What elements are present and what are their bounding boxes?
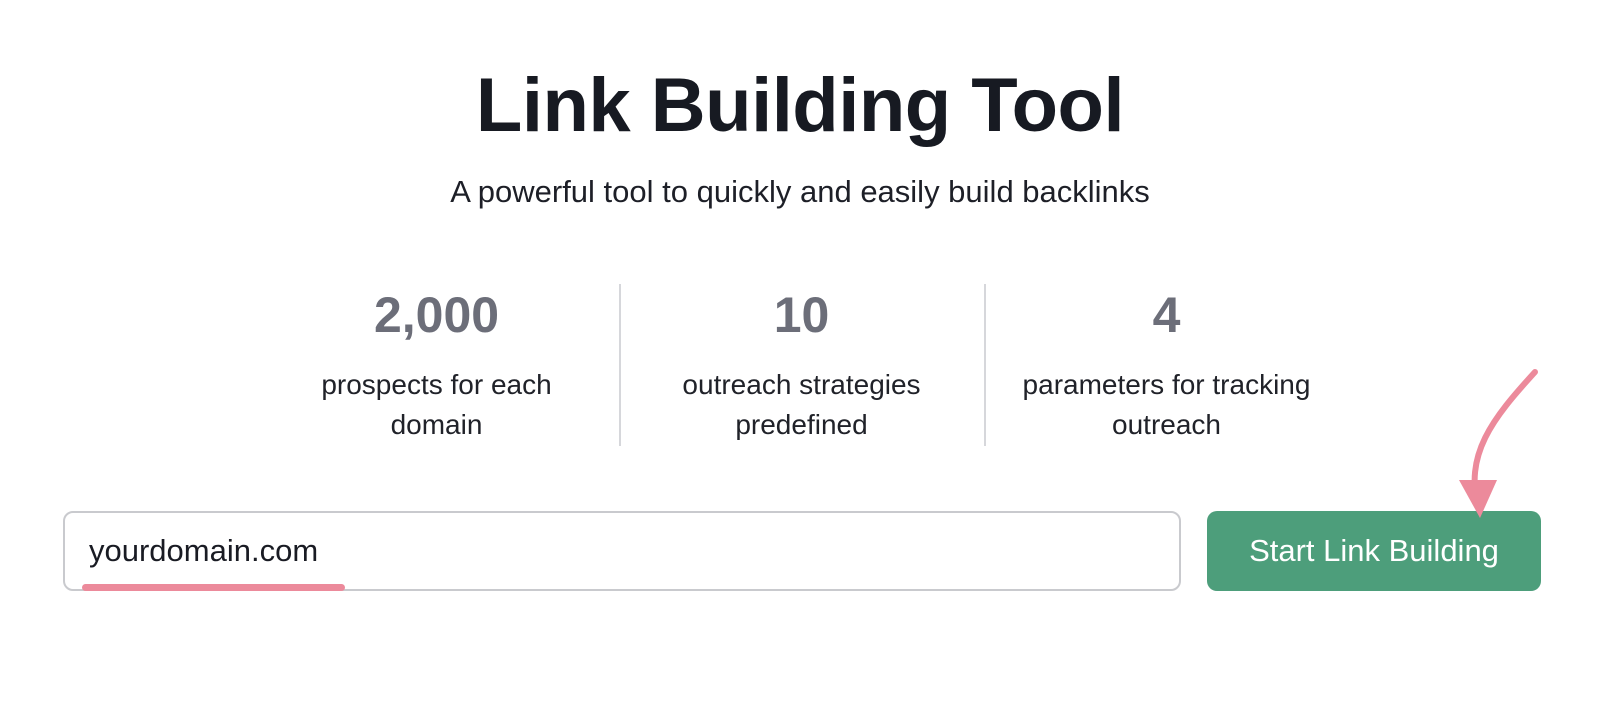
stat-strategies: 10 outreach strategies predefined — [619, 280, 984, 448]
domain-input[interactable] — [63, 511, 1181, 591]
stat-prospects: 2,000 prospects for each domain — [254, 280, 619, 448]
start-link-building-button[interactable]: Start Link Building — [1207, 511, 1541, 591]
stat-value: 10 — [773, 287, 830, 343]
stats-row: 2,000 prospects for each domain 10 outre… — [254, 280, 1349, 448]
domain-underline-annotation — [82, 584, 345, 591]
stat-label: outreach strategies predefined — [682, 369, 921, 440]
page-title: Link Building Tool — [475, 63, 1125, 148]
page-subtitle: A powerful tool to quickly and easily bu… — [450, 174, 1150, 209]
arrow-annotation-icon — [1459, 369, 1538, 518]
stat-value: 4 — [1152, 287, 1181, 343]
stat-label: parameters for tracking outreach — [1022, 369, 1311, 440]
stat-value: 2,000 — [373, 287, 500, 343]
stat-label: prospects for each domain — [321, 369, 552, 440]
stat-parameters: 4 parameters for tracking outreach — [984, 280, 1349, 448]
